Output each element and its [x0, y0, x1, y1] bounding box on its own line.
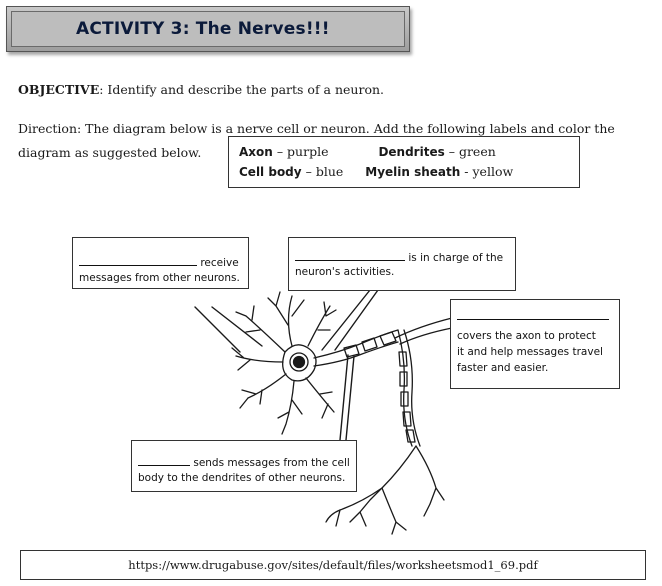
dendrite-branch: [307, 301, 337, 347]
answer-blank[interactable]: [138, 455, 190, 466]
neuron-outline: [231, 291, 445, 535]
dendrite-branch: [239, 373, 287, 409]
label-box-cell-body: is in charge of the neuron's activities.: [288, 237, 516, 291]
dendrite-branch: [277, 380, 303, 435]
nucleus-core: [292, 355, 306, 369]
activity-title: ACTIVITY 3: The Nerves!!!: [76, 19, 330, 39]
legend-term-axon: Axon: [239, 145, 273, 159]
cell-body-leader-line: [321, 289, 379, 351]
axon-leader-line: [339, 354, 355, 441]
legend-term-myelin-sheath: Myelin sheath: [365, 165, 461, 179]
label-cell-body-line1-row: is in charge of the: [295, 250, 503, 265]
legend-dash: -: [464, 164, 473, 179]
dendrite-branch: [235, 305, 286, 353]
legend-dash: –: [276, 144, 288, 159]
axon-terminal-branch: [415, 445, 445, 517]
legend-dash: –: [305, 164, 316, 179]
answer-blank[interactable]: [79, 255, 197, 266]
source-url[interactable]: https://www.drugabuse.gov/sites/default/…: [128, 558, 538, 572]
legend-color-myelin-sheath: yellow: [472, 164, 514, 179]
legend-term-cell-body: Cell body: [239, 165, 302, 179]
legend-row-2: Cell body – blue Myelin sheath - yellow: [239, 164, 513, 179]
label-box-axon: sends messages from the cell body to the…: [131, 440, 357, 492]
dendrite-leader-line: [194, 306, 263, 353]
axon-bottom-edge: [313, 341, 399, 367]
label-cell-body-line1: is in charge of the: [408, 252, 504, 264]
myelin-segments-lower: [398, 351, 416, 443]
objective-line: OBJECTIVE: Identify and describe the par…: [18, 82, 384, 97]
legend-color-axon: purple: [287, 144, 329, 159]
label-dendrites-line1-row: receive: [79, 255, 239, 270]
dendrite-branch: [305, 377, 335, 419]
objective-label: OBJECTIVE: [18, 82, 100, 97]
label-dendrites-line2: messages from other neurons.: [79, 272, 240, 284]
label-cell-body-line2: neuron's activities.: [295, 266, 395, 278]
nucleus-outline: [289, 352, 309, 372]
label-box-dendrites: receive messages from other neurons.: [72, 237, 249, 289]
label-axon-line1-row: sends messages from the cell: [138, 455, 350, 470]
answer-blank-row: [457, 309, 609, 324]
dendrite-branch: [231, 347, 284, 371]
label-axon-line2: body to the dendrites of other neurons.: [138, 472, 346, 484]
axon-left-edge: [397, 329, 413, 447]
axon-terminal-branch: [325, 509, 341, 527]
axon-right-edge: [403, 329, 421, 447]
label-myelin-line2: it and help messages travel: [457, 346, 603, 358]
axon-terminal-branch: [381, 487, 407, 535]
objective-text: : Identify and describe the parts of a n…: [99, 82, 384, 97]
direction-text: Direction: The diagram below is a nerve …: [18, 121, 615, 160]
legend-dash: –: [448, 144, 459, 159]
legend-term-dendrites: Dendrites: [378, 145, 445, 159]
dendrite-branch: [267, 291, 305, 347]
myelin-segments-upper: [343, 331, 397, 358]
legend-row-1: Axon – purple Dendrites – green: [239, 144, 496, 159]
activity-banner: ACTIVITY 3: The Nerves!!!: [6, 6, 410, 52]
label-box-myelin: covers the axon to protect it and help m…: [450, 299, 620, 389]
answer-blank[interactable]: [457, 309, 609, 320]
label-myelin-line3: faster and easier.: [457, 362, 549, 374]
color-legend-box: Axon – purple Dendrites – green Cell bod…: [228, 136, 580, 188]
answer-blank[interactable]: [295, 250, 405, 261]
myelin-leader-line: [394, 317, 453, 345]
label-dendrites-line1: receive: [200, 257, 239, 269]
activity-banner-inner: ACTIVITY 3: The Nerves!!!: [11, 11, 405, 47]
source-url-box: https://www.drugabuse.gov/sites/default/…: [20, 550, 646, 580]
legend-color-cell-body: blue: [315, 164, 344, 179]
label-axon-line1: sends messages from the cell: [193, 457, 350, 469]
legend-color-dendrites: green: [458, 144, 496, 159]
label-myelin-line1: covers the axon to protect: [457, 330, 596, 342]
